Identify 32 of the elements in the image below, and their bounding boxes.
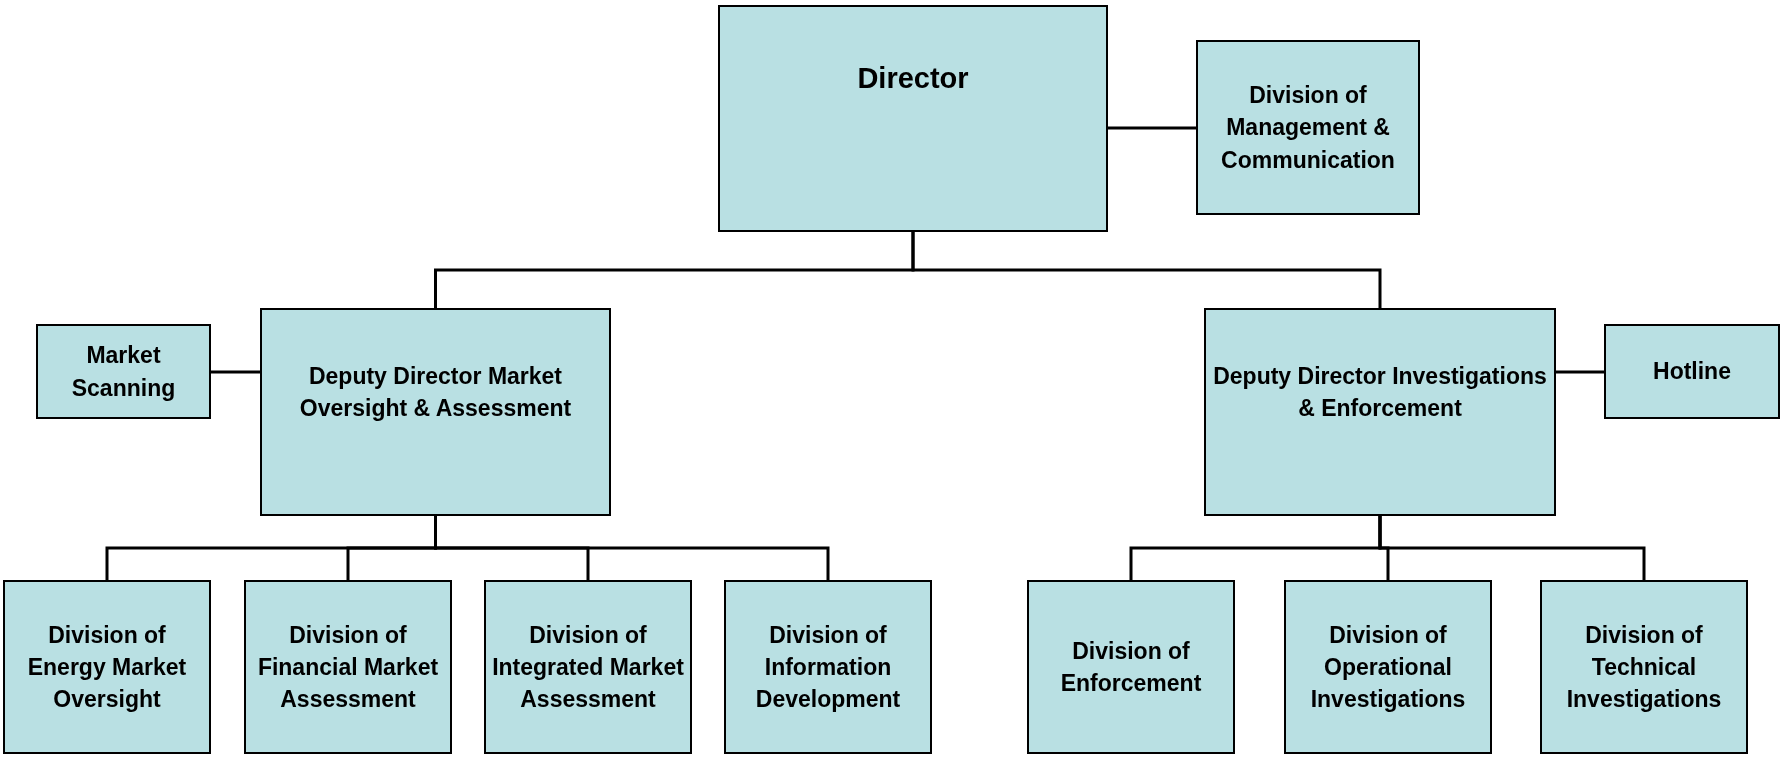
connector-line — [211, 370, 260, 374]
box-title: Division of Financial Market Assessment — [256, 620, 440, 715]
box-title: Division of Energy Market Oversight — [26, 620, 188, 715]
box-title: Hotline — [1653, 357, 1731, 387]
org-box — [244, 580, 452, 754]
org-box — [3, 580, 211, 754]
org-box — [1027, 580, 1235, 754]
org-box — [1196, 40, 1420, 215]
org-box — [1284, 580, 1492, 754]
org-box — [1204, 308, 1556, 516]
box-title: Director — [857, 61, 969, 97]
box-title: Market Scanning — [70, 341, 177, 403]
box-title: Deputy Director Investigations & Enforcement — [1212, 361, 1548, 423]
org-box — [718, 5, 1108, 232]
org-box — [1604, 324, 1780, 419]
org-box — [1540, 580, 1748, 754]
box-title: Division of Enforcement — [1059, 636, 1203, 698]
connector-line — [1378, 516, 1646, 580]
connector-line — [434, 516, 830, 580]
box-title: Deputy Director Market Oversight & Assessment — [298, 361, 573, 423]
org-box — [260, 308, 611, 516]
box-title: Division of Technical Investigations — [1565, 620, 1723, 715]
box-title: Division of Management & Communication — [1220, 81, 1396, 175]
box-title: Division of Integrated Market Assessment — [492, 620, 684, 715]
box-title: Division of Information Development — [754, 620, 902, 715]
box-title: Division of Operational Investigations — [1309, 620, 1467, 715]
org-box — [724, 580, 932, 754]
org-box — [36, 324, 211, 419]
connector-line — [911, 232, 1382, 308]
connector-line — [1108, 126, 1196, 130]
connector-line — [1556, 370, 1604, 374]
org-box — [484, 580, 692, 754]
